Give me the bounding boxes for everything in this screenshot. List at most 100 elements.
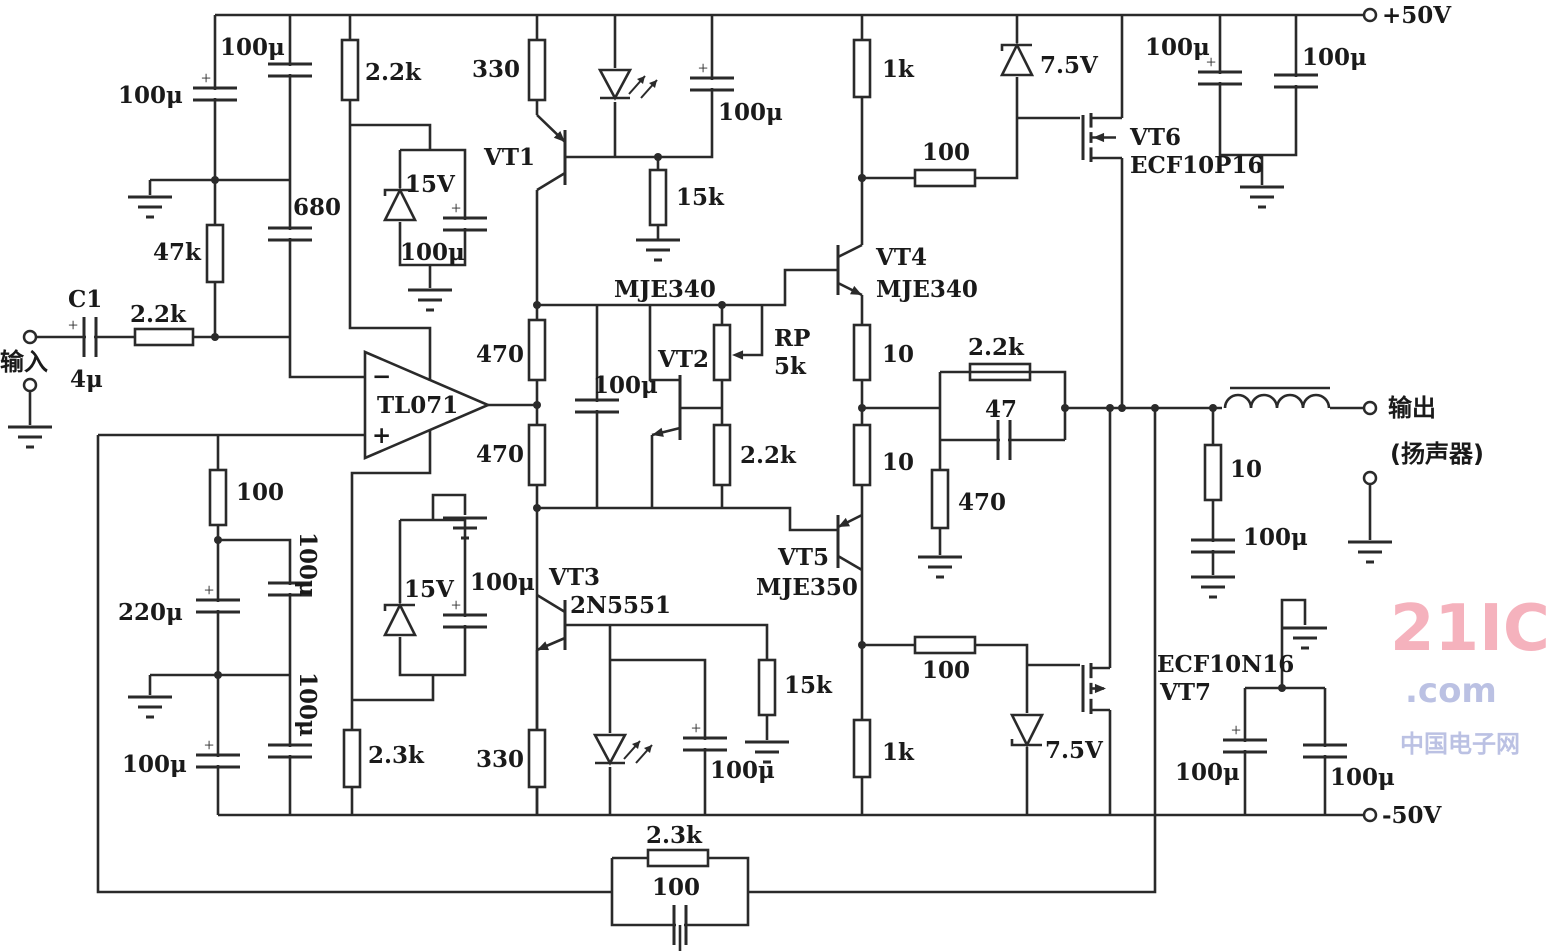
capacitor-gap xyxy=(1301,747,1349,755)
polarity-plus-icon: + xyxy=(691,718,701,738)
vt1-name: VT1 xyxy=(483,144,535,171)
c-comp-label: 680 xyxy=(293,194,341,221)
zener-vt7-label: 7.5V xyxy=(1045,737,1104,764)
terminal-icon xyxy=(22,377,38,393)
c-local-fb-label: 47 xyxy=(985,396,1017,423)
zener-diode-icon xyxy=(999,42,1035,77)
r-vt2-label: 2.2k xyxy=(740,442,797,469)
polarity-plus-icon: + xyxy=(201,68,211,88)
vt4-type: MJE340 xyxy=(876,276,978,303)
zener-diode-icon xyxy=(1009,713,1045,748)
inductor-icon xyxy=(1223,393,1331,409)
junction-dot xyxy=(533,401,541,409)
wire xyxy=(431,493,467,520)
junction-dot xyxy=(1061,404,1069,412)
pos-supply-label: +50V xyxy=(1382,2,1452,29)
resistor xyxy=(527,423,547,487)
r-fb-bias-label: 100 xyxy=(236,479,284,506)
r-global-fb-label: 2.3k xyxy=(646,822,703,849)
vt4-name: VT4 xyxy=(875,244,927,271)
c-vt1-led-label: 100μ xyxy=(718,99,783,126)
polarity-plus-icon: + xyxy=(698,58,708,78)
r-vt6-gate-label: 100 xyxy=(922,139,970,166)
watermark-com: .com xyxy=(1405,671,1497,711)
vt2-name: VT2 xyxy=(657,346,709,373)
c-top-left-label: 100μ xyxy=(118,82,183,109)
zener-diode-icon xyxy=(1000,43,1032,51)
capacitor-gap xyxy=(266,747,314,755)
c-vt3-led-label: 100μ xyxy=(710,757,775,784)
c-lower-label: 100μ xyxy=(122,751,187,778)
led-icon xyxy=(592,733,628,766)
junction-dot xyxy=(858,174,866,182)
wire xyxy=(536,593,566,614)
r-vt3-emitter-label: 330 xyxy=(476,746,524,773)
resistor xyxy=(852,38,872,99)
neg-supply-label: -50V xyxy=(1382,802,1443,829)
zener-diode-icon xyxy=(1010,739,1042,747)
resistor xyxy=(852,718,872,779)
vt6-name: VT6 xyxy=(1129,124,1181,151)
resistor xyxy=(527,38,547,102)
rp-value: 5k xyxy=(774,353,807,380)
capacitor-gap xyxy=(86,315,94,359)
wire xyxy=(610,658,707,815)
wire xyxy=(837,243,863,259)
wire xyxy=(288,15,365,379)
wire xyxy=(536,171,566,192)
output-label: 输出 xyxy=(1388,394,1436,422)
terminal-icon xyxy=(1362,470,1378,486)
junction-dot xyxy=(1278,684,1286,692)
r-vt3-base-label: 15k xyxy=(784,672,833,699)
terminal-icon xyxy=(1362,400,1378,416)
wire xyxy=(398,148,467,267)
vt3-type: 2N5551 xyxy=(570,592,671,619)
resistor xyxy=(712,323,732,382)
arrow-icon xyxy=(838,517,850,527)
wire xyxy=(648,305,680,382)
arrow-icon xyxy=(1094,683,1106,694)
resistor xyxy=(133,327,195,347)
c-top-mid-label: 100μ xyxy=(220,34,285,61)
capacitor-gap xyxy=(1272,77,1320,85)
junction-dot xyxy=(1209,404,1217,412)
zener-diode-icon xyxy=(383,603,415,611)
c-global-fb-label: 100 xyxy=(652,874,700,901)
resistor xyxy=(913,635,977,655)
r-vt1-base-label: 15k xyxy=(676,184,725,211)
r-zobel-label: 10 xyxy=(1230,456,1262,483)
zener-opamp-pos-label: 15V xyxy=(405,171,456,198)
led-icon xyxy=(597,68,633,101)
capacitor-gap xyxy=(688,80,736,88)
junction-dot xyxy=(718,301,726,309)
capacitor-gap xyxy=(1196,74,1244,82)
resistor xyxy=(646,848,710,868)
capacitor-gap xyxy=(1189,542,1237,550)
opamp-minus: − xyxy=(372,363,391,390)
polarity-plus-icon: + xyxy=(451,595,461,615)
capacitor-gap xyxy=(441,220,489,228)
vt5-name: VT5 xyxy=(777,544,829,571)
resistor xyxy=(342,728,362,789)
capacitor-gap xyxy=(1221,742,1269,750)
polarity-plus-icon: + xyxy=(204,735,214,755)
led-light-arrow-icon xyxy=(632,741,640,749)
capacitor-gap xyxy=(441,617,489,625)
r-opamp-neg-label: 2.3k xyxy=(368,742,425,769)
c-vt6-np-label: 100μ xyxy=(1302,44,1367,71)
resistor xyxy=(648,168,668,227)
r-local-ground-label: 470 xyxy=(958,489,1006,516)
arrow-icon xyxy=(732,350,744,360)
resistor xyxy=(913,168,977,188)
wire xyxy=(96,435,612,894)
vt5-type: MJE350 xyxy=(756,574,858,601)
capacitor-gap xyxy=(194,757,242,765)
polarity-plus-icon: + xyxy=(1206,52,1216,72)
arrow-icon xyxy=(553,130,565,142)
wire xyxy=(352,675,435,702)
capacitor-gap xyxy=(266,585,314,593)
led-light-arrow-icon xyxy=(644,745,652,753)
junction-dot xyxy=(533,504,541,512)
vt3-name: VT3 xyxy=(548,564,600,591)
